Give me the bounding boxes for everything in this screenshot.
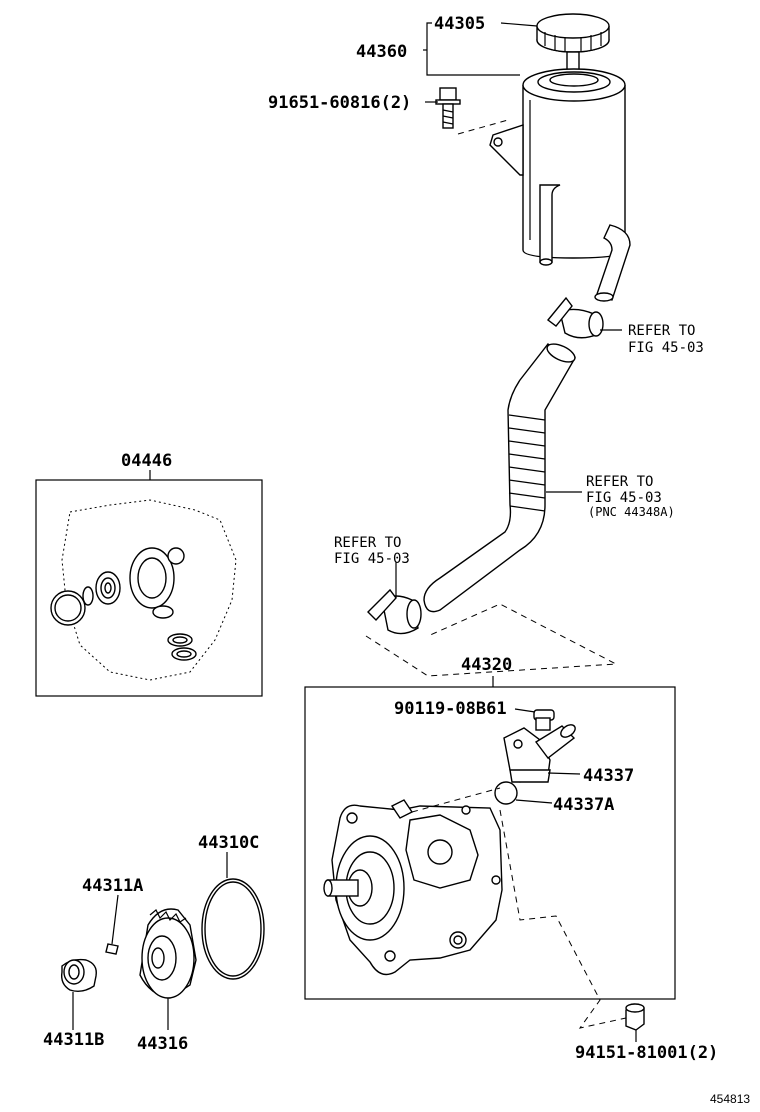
pump-assembly-box xyxy=(304,676,676,1000)
reservoir-tank[interactable] xyxy=(489,68,631,302)
ref2-line1: REFER TO xyxy=(586,474,653,490)
nut-44311b[interactable] xyxy=(60,958,97,993)
label-44305: 44305 xyxy=(434,14,485,34)
label-44337: 44337 xyxy=(583,766,634,786)
diagram-id: 454813 xyxy=(710,1092,750,1106)
label-44311b: 44311B xyxy=(43,1030,104,1050)
label-91651: 91651-60816(2) xyxy=(268,93,411,113)
ref3-line2: FIG 45-03 xyxy=(334,551,410,567)
ref1-line1: REFER TO xyxy=(628,323,695,339)
ref2-line2: FIG 45-03 xyxy=(586,490,662,506)
flange-bolt[interactable] xyxy=(625,1003,645,1031)
woodruff-key-44311a[interactable] xyxy=(105,943,119,955)
label-44310c: 44310C xyxy=(198,833,259,853)
reservoir-cap[interactable] xyxy=(536,13,610,73)
label-90119: 90119-08B61 xyxy=(394,699,507,719)
hose-clamp-upper[interactable] xyxy=(546,296,604,339)
label-44337a: 44337A xyxy=(553,795,614,815)
suction-port-fitting[interactable] xyxy=(503,722,577,783)
label-44311a: 44311A xyxy=(82,876,143,896)
label-44316: 44316 xyxy=(137,1034,188,1054)
gasket-kit-box xyxy=(35,470,263,697)
ref3-line1: REFER TO xyxy=(334,535,401,551)
label-94151: 94151-81001(2) xyxy=(575,1043,718,1063)
ref2-line3: (PNC 44348A) xyxy=(588,505,675,519)
ref1-line2: FIG 45-03 xyxy=(628,340,704,356)
union-bolt[interactable] xyxy=(533,709,555,731)
label-44360: 44360 xyxy=(356,42,407,62)
hose-clamp-lower[interactable] xyxy=(367,588,422,635)
gasket-44310c[interactable] xyxy=(201,878,265,980)
label-04446: 04446 xyxy=(121,451,172,471)
label-44320: 44320 xyxy=(461,655,512,675)
return-hose[interactable] xyxy=(423,340,578,613)
bolt-91651[interactable] xyxy=(435,87,461,129)
o-ring[interactable] xyxy=(494,781,518,805)
pulley-44316[interactable] xyxy=(139,908,197,999)
vane-pump-body[interactable] xyxy=(323,799,503,976)
